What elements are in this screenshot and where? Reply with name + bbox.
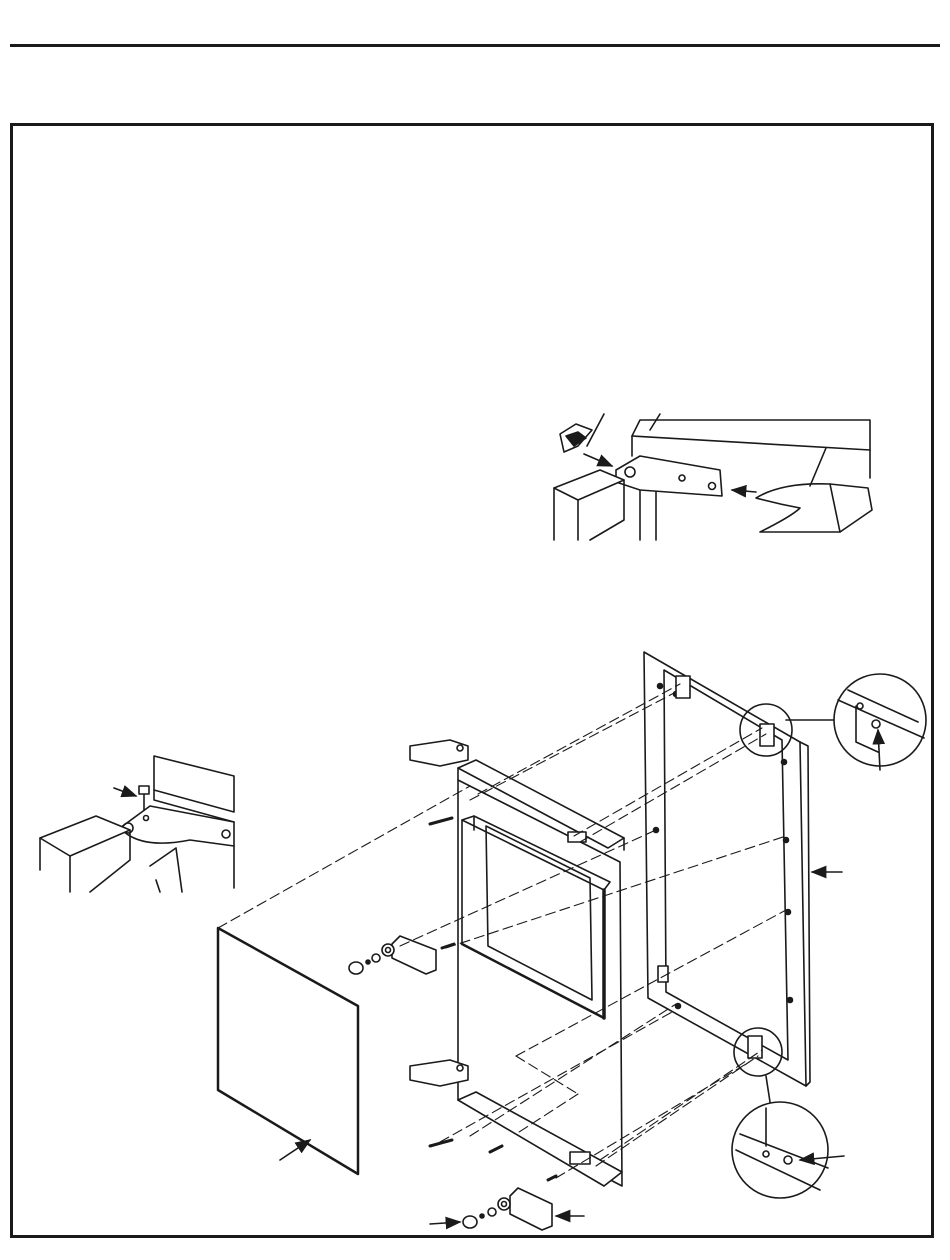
- hinge-detail: [554, 414, 872, 540]
- handle-bracket-bottom: [430, 1188, 584, 1230]
- magnified-screw-top: [740, 674, 926, 770]
- top-hinge: [410, 740, 468, 766]
- pin-detail: [40, 756, 234, 892]
- handle-bracket-top: [349, 936, 436, 974]
- door-body: [458, 760, 624, 1186]
- bottom-hinge: [410, 1060, 468, 1086]
- door-panel: [218, 928, 358, 1174]
